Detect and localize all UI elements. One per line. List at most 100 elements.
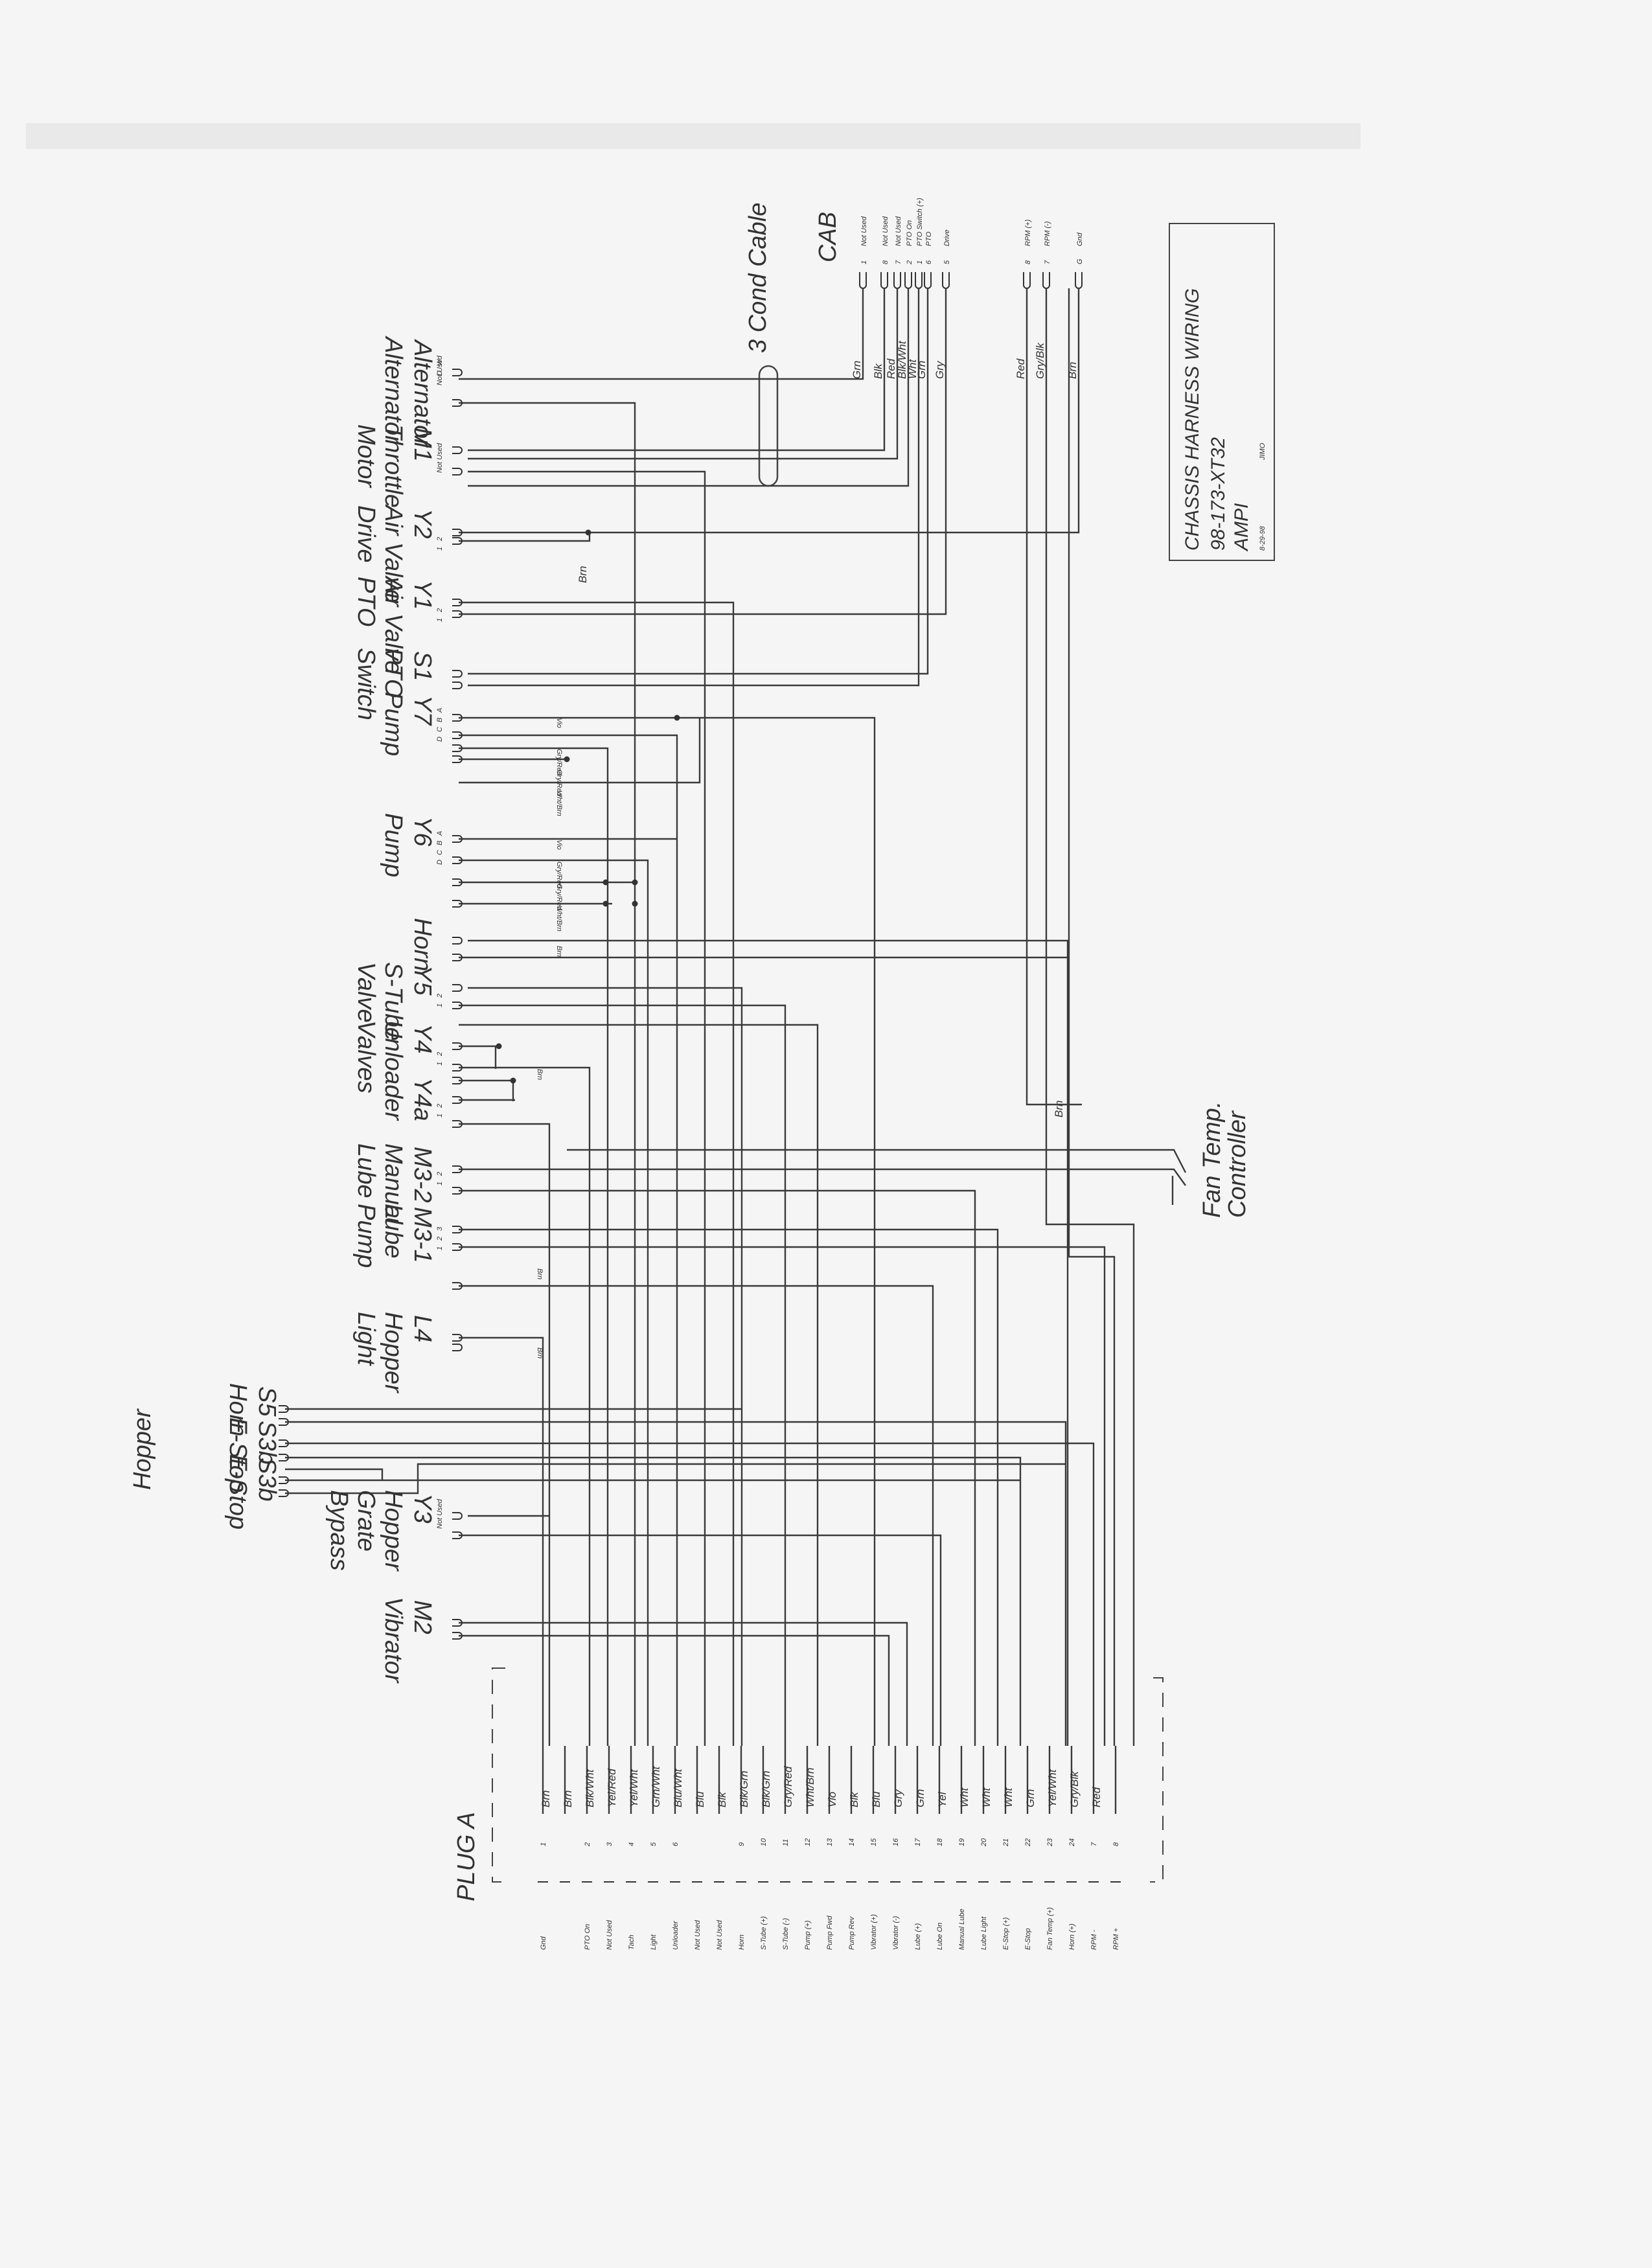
connector-terminal bbox=[452, 856, 463, 864]
plug-a-wire-color: Grn bbox=[1024, 1789, 1037, 1807]
wire bbox=[468, 470, 706, 1746]
plug-a-pin-function: RPM + bbox=[1112, 1928, 1120, 1951]
plug-a-wire-color: Brn bbox=[540, 1791, 552, 1807]
component-designator: Y4a bbox=[409, 1077, 436, 1121]
component-pin-label: Not Used bbox=[436, 355, 444, 385]
wire bbox=[459, 1336, 544, 1746]
wire bbox=[459, 1045, 497, 1069]
connector-terminal bbox=[452, 714, 463, 722]
wire bbox=[459, 1634, 890, 1746]
plug-a-pin-function: Pump Fwd bbox=[826, 1916, 834, 1950]
cab-wire-color: Red bbox=[1015, 358, 1027, 379]
plug-a-pin-function: Not Used bbox=[694, 1919, 702, 1950]
component-designator: Y6 bbox=[409, 816, 436, 847]
connector-terminal bbox=[452, 878, 463, 886]
plug-a-wire-color: Grn/Wht bbox=[650, 1765, 662, 1807]
connector-terminal bbox=[452, 446, 463, 454]
title-block-line2: 98-173-XT32 bbox=[1208, 437, 1229, 551]
component-pin-label: Not Used bbox=[436, 442, 444, 473]
cab-pin-function: RPM (+) bbox=[1024, 219, 1032, 246]
cab-pin-function: RPM (-) bbox=[1044, 221, 1051, 246]
plug-a-wire-color: Grn bbox=[914, 1789, 926, 1807]
wire bbox=[459, 1285, 934, 1746]
connector-terminal bbox=[279, 1476, 289, 1484]
plug-a-pin-number: 2 bbox=[584, 1842, 591, 1847]
cab-pin-number: 5 bbox=[943, 260, 951, 264]
wire bbox=[1026, 288, 1082, 1106]
cab-terminal bbox=[859, 272, 867, 289]
component-description: Manual bbox=[380, 1143, 407, 1225]
cab-pin-number: 1 bbox=[860, 260, 868, 264]
wire-color-label: Brn bbox=[536, 1069, 544, 1080]
cab-pin-function: Not Used bbox=[860, 216, 868, 246]
wire-junction-dot bbox=[602, 900, 609, 907]
component-description: Horn bbox=[224, 1383, 251, 1436]
fan-temp-label: Fan Temp. bbox=[1199, 1101, 1226, 1218]
plug-a-pin-function: Not Used bbox=[606, 1919, 614, 1950]
wire-layer bbox=[285, 288, 1187, 1746]
cab-wire-color: Grn bbox=[915, 361, 928, 379]
connector-terminal bbox=[452, 1243, 463, 1251]
connector-terminal bbox=[452, 1632, 463, 1640]
wire-junction-dot bbox=[564, 756, 570, 762]
cab-wire-color: Grn bbox=[851, 361, 863, 379]
wire-color-label: Gry/Red bbox=[555, 770, 563, 797]
connector-terminal bbox=[452, 1064, 463, 1071]
plug-a-pin-number: 19 bbox=[958, 1838, 966, 1846]
component-designator: Y3 bbox=[409, 1493, 436, 1523]
component-description: PTO bbox=[380, 648, 407, 698]
component-pin-label: 2 bbox=[436, 1104, 444, 1108]
plug-a-pin-function: Vibrator (+) bbox=[870, 1914, 878, 1950]
plug-a-wire-color: Wht bbox=[980, 1787, 992, 1808]
plug-a-wire-color: Blk/Grn bbox=[760, 1770, 772, 1807]
component-description: Pump bbox=[352, 1204, 380, 1268]
plug-a-wire-color: Wht bbox=[1002, 1787, 1015, 1808]
cab-pin-function: PTO On bbox=[906, 220, 913, 246]
plug-a-pin-number: 8 bbox=[1112, 1842, 1120, 1846]
connector-terminal bbox=[452, 744, 463, 752]
connector-terminal bbox=[452, 1282, 463, 1290]
component-pin-label: 1 bbox=[436, 547, 444, 551]
plug-a-wire-color: Red bbox=[1090, 1787, 1103, 1807]
connector-terminal bbox=[452, 1002, 463, 1009]
component-description: Drive bbox=[352, 505, 380, 563]
wire-junction-dot bbox=[496, 1043, 502, 1049]
connector-terminal bbox=[452, 1120, 463, 1128]
plug-a-wire-color: Yel/Wht bbox=[1046, 1769, 1059, 1807]
wire bbox=[459, 747, 609, 1746]
wire bbox=[459, 1066, 591, 1746]
wire-color-label: Brn bbox=[536, 1268, 544, 1279]
connector-terminal bbox=[279, 1454, 289, 1461]
title-block-line3: AMPI bbox=[1231, 503, 1252, 552]
wire-color-label: Brn bbox=[577, 566, 589, 583]
wire bbox=[459, 402, 636, 1746]
connector-terminal bbox=[452, 1334, 463, 1342]
plug-a-pin-function: Vibrator (-) bbox=[892, 1916, 900, 1950]
component-description: E-Stop bbox=[224, 1454, 251, 1529]
component-pin-label: A bbox=[436, 708, 444, 713]
plug-a-pin-function: Gnd bbox=[540, 1936, 547, 1950]
plug-a-pin-number: 21 bbox=[1002, 1838, 1010, 1847]
plug-a-pin-function: RPM - bbox=[1090, 1930, 1098, 1951]
component-pin-label: D bbox=[436, 371, 444, 376]
wire-color-label: Wht/Brn bbox=[555, 790, 563, 816]
connector-terminal bbox=[452, 1512, 463, 1520]
connector-terminal bbox=[452, 984, 463, 992]
component-description: Air Valve bbox=[380, 575, 407, 674]
connector-terminal bbox=[279, 1405, 289, 1413]
wire-color-label: Vio bbox=[555, 718, 563, 728]
connector-terminal bbox=[452, 835, 463, 843]
component-description: Air Valve bbox=[380, 504, 407, 603]
cab-terminal bbox=[904, 272, 912, 289]
plug-a-pin-number: 17 bbox=[914, 1838, 922, 1846]
